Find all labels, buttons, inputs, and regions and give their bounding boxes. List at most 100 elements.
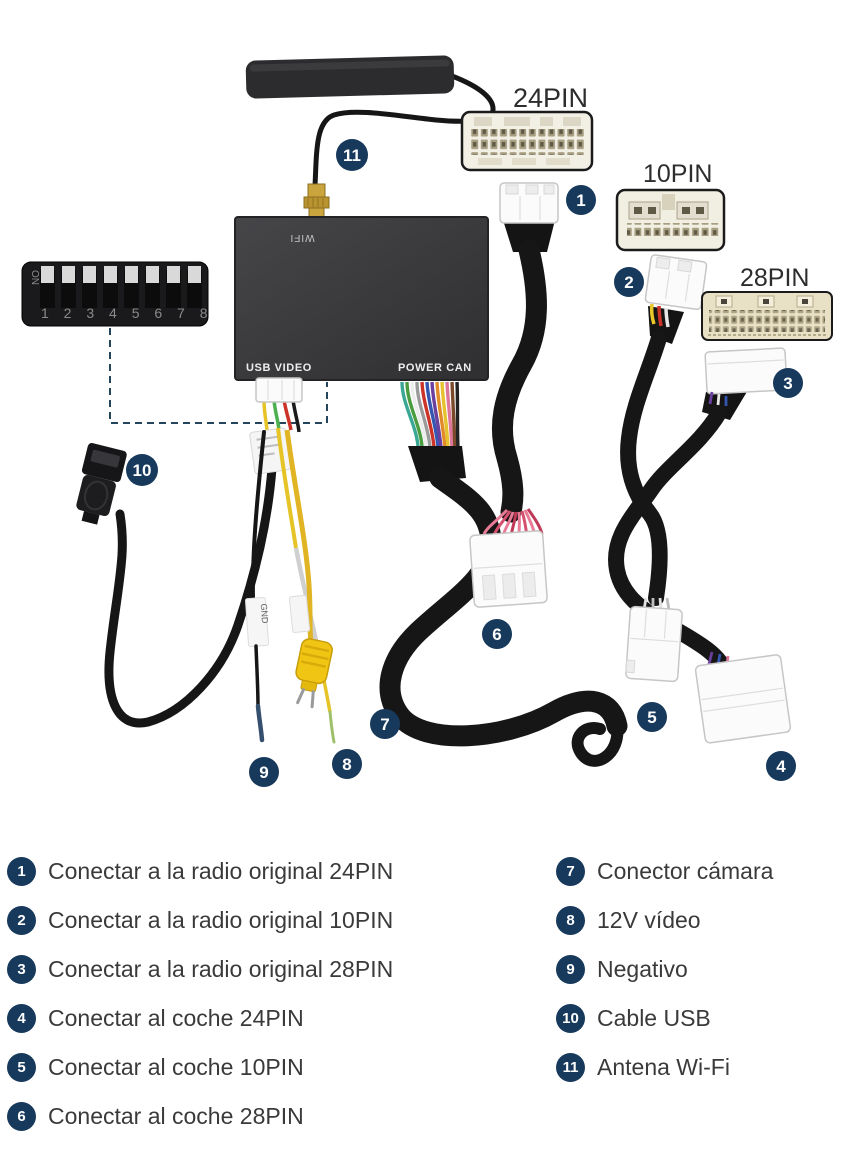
box-power-can-label: POWER CAN bbox=[398, 362, 472, 374]
legend-item-3: 3 Conectar a la radio original 28PIN bbox=[7, 955, 393, 984]
svg-text:11: 11 bbox=[343, 146, 361, 165]
legend-badge-6: 6 bbox=[7, 1102, 36, 1131]
radio28-cable bbox=[608, 405, 728, 670]
legend-badge-8: 8 bbox=[556, 906, 585, 935]
car-24pin-connector bbox=[694, 654, 792, 744]
dip-numbers: 1 2 3 4 5 6 7 8 bbox=[41, 305, 213, 321]
legend-right-column: 7 Conector cámara 8 12V vídeo 9 Negativo… bbox=[556, 857, 773, 1102]
usb-video-wires bbox=[262, 399, 301, 433]
negative-wire-tip bbox=[255, 703, 265, 743]
pin28-label: 28PIN bbox=[740, 264, 809, 292]
legend-text-10: Cable USB bbox=[597, 1005, 711, 1031]
interface-box: WIFI USB VIDEO POWER CAN bbox=[234, 216, 489, 381]
legend-text-3: Conectar a la radio original 28PIN bbox=[48, 956, 394, 982]
pin10-label: 10PIN bbox=[643, 160, 712, 188]
power-can-wires bbox=[400, 381, 460, 449]
box-wifi-label: WIFI bbox=[289, 232, 314, 243]
legend-badge-1: 1 bbox=[7, 857, 36, 886]
legend-text-7: Conector cámara bbox=[597, 858, 774, 884]
legend-item-5: 5 Conectar al coche 10PIN bbox=[7, 1053, 393, 1082]
video-12v-wire-tip bbox=[328, 710, 336, 744]
antenna-cable bbox=[312, 73, 496, 189]
camera-wire-label bbox=[288, 594, 311, 634]
svg-text:3: 3 bbox=[783, 374, 792, 393]
car-10pin-connector bbox=[625, 605, 683, 683]
legend-item-11: 11 Antena Wi-Fi bbox=[556, 1053, 773, 1082]
power-can-sleeve bbox=[408, 446, 466, 482]
legend-item-9: 9 Negativo bbox=[556, 955, 773, 984]
camera-wire bbox=[284, 429, 314, 643]
legend-item-7: 7 Conector cámara bbox=[556, 857, 773, 886]
callout-7: 7 bbox=[370, 709, 400, 739]
legend-badge-5: 5 bbox=[7, 1053, 36, 1082]
wifi-antenna bbox=[245, 55, 455, 99]
legend-text-6: Conectar al coche 28PIN bbox=[48, 1103, 304, 1129]
svg-text:10: 10 bbox=[133, 461, 152, 480]
legend-text-2: Conectar a la radio original 10PIN bbox=[48, 907, 394, 933]
radio-10pin-wires bbox=[649, 303, 670, 328]
svg-text:7: 7 bbox=[380, 715, 389, 734]
radio-24pin-connector bbox=[499, 182, 559, 224]
callout-10: 10 bbox=[126, 454, 158, 486]
callout-3: 3 bbox=[773, 368, 803, 398]
callout-5: 5 bbox=[637, 702, 667, 732]
gnd-tag-text: GND bbox=[259, 603, 270, 624]
legend-text-1: Conectar a la radio original 24PIN bbox=[48, 858, 394, 884]
legend-item-6: 6 Conectar al coche 28PIN bbox=[7, 1102, 393, 1131]
radio10-cable bbox=[620, 330, 668, 606]
legend-item-4: 4 Conectar al coche 24PIN bbox=[7, 1004, 393, 1033]
harness-diagram: WIFI USB VIDEO POWER CAN ON 1 2 3 4 5 6 … bbox=[21, 55, 833, 787]
callout-8: 8 bbox=[332, 749, 362, 779]
radio24-cable bbox=[491, 239, 547, 523]
svg-text:1: 1 bbox=[576, 191, 585, 210]
callout-2: 2 bbox=[614, 267, 644, 297]
negative-wire-end bbox=[254, 644, 260, 708]
legend-badge-4: 4 bbox=[7, 1004, 36, 1033]
legend-text-4: Conectar al coche 24PIN bbox=[48, 1005, 304, 1031]
legend-text-9: Negativo bbox=[597, 956, 688, 982]
callout-11: 11 bbox=[336, 139, 368, 171]
legend-badge-9: 9 bbox=[556, 955, 585, 984]
svg-text:2: 2 bbox=[624, 273, 633, 292]
pin28-photo-connector bbox=[701, 291, 833, 341]
callout-4: 4 bbox=[766, 751, 796, 781]
legend-badge-2: 2 bbox=[7, 906, 36, 935]
svg-text:4: 4 bbox=[776, 757, 786, 776]
dip-on-label: ON bbox=[29, 270, 40, 285]
legend-text-8: 12V vídeo bbox=[597, 907, 701, 933]
callout-6: 6 bbox=[482, 619, 512, 649]
legend-item-2: 2 Conectar a la radio original 10PIN bbox=[7, 906, 393, 935]
negative-wire bbox=[250, 430, 266, 600]
pin24-photo-connector bbox=[460, 110, 594, 172]
legend-item-8: 8 12V vídeo bbox=[556, 906, 773, 935]
legend-item-1: 1 Conectar a la radio original 24PIN bbox=[7, 857, 393, 886]
radio24-sleeve bbox=[503, 220, 555, 252]
legend-text-5: Conectar al coche 10PIN bbox=[48, 1054, 304, 1080]
video-12v-wire-top bbox=[276, 427, 298, 549]
svg-text:8: 8 bbox=[342, 755, 351, 774]
legend-badge-11: 11 bbox=[556, 1053, 585, 1082]
callout-1: 1 bbox=[566, 185, 596, 215]
pin24-label: 24PIN bbox=[513, 83, 588, 113]
legend-left-column: 1 Conectar a la radio original 24PIN 2 C… bbox=[7, 857, 393, 1151]
rca-connector bbox=[295, 638, 333, 709]
svg-text:9: 9 bbox=[259, 763, 268, 782]
svg-text:6: 6 bbox=[492, 625, 501, 644]
usb-video-connector bbox=[255, 377, 303, 403]
svg-text:5: 5 bbox=[647, 708, 656, 727]
sma-connector bbox=[303, 183, 330, 218]
usb-a-connector bbox=[76, 443, 127, 525]
pin10-photo-connector bbox=[615, 188, 726, 252]
legend-item-10: 10 Cable USB bbox=[556, 1004, 773, 1033]
legend-badge-3: 3 bbox=[7, 955, 36, 984]
callout-9: 9 bbox=[249, 757, 279, 787]
dip-switch: ON 1 2 3 4 5 6 7 8 bbox=[21, 261, 213, 327]
radio-10pin-connector bbox=[644, 254, 708, 311]
power-can-cable-curl bbox=[571, 720, 624, 767]
usb-cable bbox=[104, 463, 277, 728]
gnd-tag: GND bbox=[244, 596, 270, 648]
legend-text-11: Antena Wi-Fi bbox=[597, 1054, 730, 1080]
legend-badge-7: 7 bbox=[556, 857, 585, 886]
radio-28pin-connector bbox=[704, 347, 788, 395]
car-28pin-connector bbox=[469, 530, 548, 608]
